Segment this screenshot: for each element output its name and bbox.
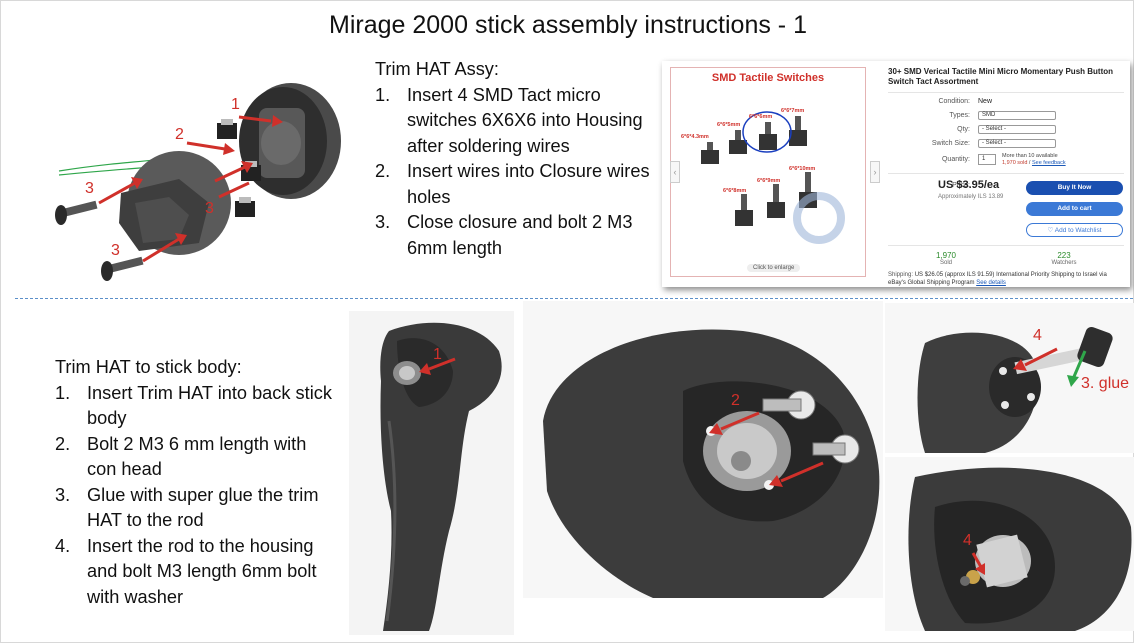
stick-head-closeup-image: 2 xyxy=(523,301,883,598)
divider xyxy=(888,92,1124,93)
stick-body-drawing: 1 xyxy=(380,322,502,631)
approx-price: Approximately ILS 13.89 xyxy=(938,194,1004,200)
list-item: 3.Glue with super glue the trim HAT to t… xyxy=(55,484,319,531)
next-image-arrow[interactable]: › xyxy=(870,161,880,183)
svg-text:6*6*10mm: 6*6*10mm xyxy=(789,166,815,172)
types-row: Types: SMD xyxy=(888,111,1128,124)
trim-hat-knob-shape xyxy=(1077,326,1113,368)
price: US $3.95/ea xyxy=(938,179,1000,191)
trim-hat-assy-instructions: Trim HAT Assy: 1.Insert 4 SMD Tact micro… xyxy=(375,57,651,261)
glue-label: 3. glue xyxy=(1081,375,1130,392)
bolt-washer-drawing: 4 xyxy=(908,467,1132,631)
switch-shape-3 xyxy=(235,201,255,217)
price-row: Price: xyxy=(952,182,970,189)
svg-text:6*6*6mm: 6*6*6mm xyxy=(749,114,772,120)
svg-text:6*6*4.3mm: 6*6*4.3mm xyxy=(681,134,709,140)
svg-text:6*6*8mm: 6*6*8mm xyxy=(723,188,746,194)
callout-3c: 3 xyxy=(205,200,214,217)
product-listing-screenshot: SMD Tactile Switches 6*6*4.3mm 6*6*5mm 6… xyxy=(662,61,1130,287)
section-divider xyxy=(15,298,1133,299)
sold-stat: 1,970 Sold xyxy=(935,251,957,266)
shipping-info: Shipping: US $26.05 (approx ILS 91.59) I… xyxy=(888,272,1107,286)
screw-shape-1 xyxy=(60,200,98,218)
stick-body-image: 1 xyxy=(349,311,514,635)
bolt-washer-image: 4 xyxy=(885,457,1134,631)
types-select[interactable]: SMD xyxy=(978,111,1056,120)
svg-text:6*6*5mm: 6*6*5mm xyxy=(717,122,740,128)
condition-row: Condition: New xyxy=(938,98,993,105)
trim-hat-to-body-steps: 1.Insert Trim HAT into back stick body 2… xyxy=(55,381,339,611)
prev-image-arrow[interactable]: ‹ xyxy=(670,161,680,183)
list-item: 3.Close closure and bolt 2 M3 6mm length xyxy=(375,212,633,258)
list-item: 1.Insert 4 SMD Tact micro switches 6X6X6… xyxy=(375,84,643,156)
list-item: 2.Insert wires into Closure wires holes xyxy=(375,161,650,207)
rod-insertion-drawing: 4 xyxy=(917,326,1113,453)
screw-shape-2 xyxy=(106,256,144,274)
list-item: 1.Insert Trim HAT into back stick body xyxy=(55,382,332,429)
quantity-input[interactable]: 1 xyxy=(978,154,996,165)
product-title: 30+ SMD Verical Tactile Mini Micro Momen… xyxy=(888,67,1114,86)
divider xyxy=(888,173,1124,174)
switches-drawing: 6*6*4.3mm 6*6*5mm 6*6*6mm 6*6*7mm 6*6*8m… xyxy=(681,108,845,244)
qty-row: Qty: - Select - xyxy=(888,125,1128,138)
trim-hat-assy-heading: Trim HAT Assy: xyxy=(375,59,499,79)
divider xyxy=(888,245,1124,246)
watchers-stat: 223 Watchers xyxy=(1051,251,1077,266)
callout-1: 1 xyxy=(433,346,442,363)
stick-head-closeup-drawing: 2 xyxy=(543,329,880,598)
qty-select[interactable]: - Select - xyxy=(978,125,1056,134)
svg-text:6*6*7mm: 6*6*7mm xyxy=(781,108,804,114)
list-item: 2.Bolt 2 M3 6 mm length with con head xyxy=(55,433,307,480)
product-image-box: SMD Tactile Switches 6*6*4.3mm 6*6*5mm 6… xyxy=(670,67,866,277)
switch-size-select[interactable]: - Select - xyxy=(978,139,1056,148)
click-to-enlarge[interactable]: Click to enlarge xyxy=(747,264,801,272)
callout-2: 2 xyxy=(731,392,740,409)
feedback-link[interactable]: See feedback xyxy=(1031,160,1066,166)
exploded-view-drawing: 1 2 3 3 3 xyxy=(55,83,341,281)
rod-insertion-image: 4 xyxy=(885,303,1134,453)
sold-link[interactable]: 1,970 sold xyxy=(1002,160,1028,166)
switch-shape-1 xyxy=(217,123,237,139)
callout-3b: 3 xyxy=(111,242,120,259)
add-to-cart-button[interactable]: Add to cart xyxy=(1026,202,1123,216)
rod-shape xyxy=(1014,347,1086,375)
product-image-title: SMD Tactile Switches xyxy=(711,72,825,84)
callout-2: 2 xyxy=(175,126,184,143)
add-to-watchlist-button[interactable]: ♡ Add to Watchlist xyxy=(1026,223,1123,237)
buy-now-button[interactable]: Buy It Now xyxy=(1026,181,1123,195)
trim-hat-assy-steps: 1.Insert 4 SMD Tact micro switches 6X6X6… xyxy=(375,83,651,262)
exploded-view-image: 1 2 3 3 3 xyxy=(39,53,359,291)
callout-4a: 4 xyxy=(1033,327,1042,344)
trim-hat-to-body-heading: Trim HAT to stick body: xyxy=(55,357,242,377)
callout-3a: 3 xyxy=(85,180,94,197)
list-item: 4.Insert the rod to the housing and bolt… xyxy=(55,535,317,607)
see-details-link[interactable]: See details xyxy=(976,280,1006,286)
slide-title: Mirage 2000 stick assembly instructions … xyxy=(329,11,807,39)
callout-4b: 4 xyxy=(963,532,972,549)
stick-body-shape xyxy=(380,322,502,631)
availability: More than 10 available 1,970 sold / See … xyxy=(1002,153,1066,166)
quantity-row: Quantity: 1 More than 10 available 1,970… xyxy=(941,153,1066,166)
svg-text:6*6*9mm: 6*6*9mm xyxy=(757,178,780,184)
trim-hat-to-body-instructions: Trim HAT to stick body: 1.Insert Trim HA… xyxy=(55,355,339,610)
callout-1: 1 xyxy=(231,96,240,113)
switch-size-row: Switch Size: - Select - xyxy=(888,139,1128,152)
